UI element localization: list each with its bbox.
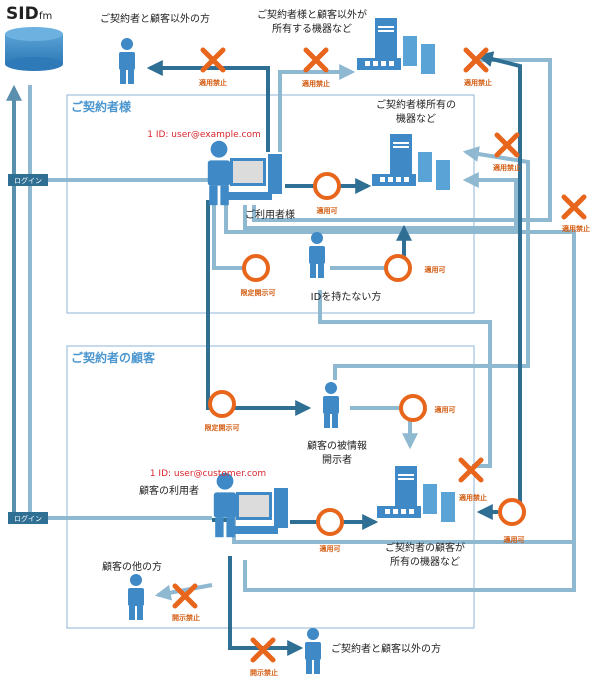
disclosed-label-1: 顧客の被情報 (307, 439, 367, 452)
cross-icon (497, 135, 517, 155)
outsider-devices-label-2: 所有する機器など (272, 22, 352, 35)
no-id-person-label: IDを持たない方 (311, 290, 382, 303)
customer-other-person-icon (128, 574, 144, 620)
status-prohibited: 適用禁止 (493, 163, 521, 172)
contractor-user-icon (207, 140, 282, 206)
disclosed-person-icon (323, 382, 339, 428)
status-applicable: 適用可 (435, 405, 456, 414)
disclosed-label-2: 開示者 (322, 454, 352, 466)
contractor-user-label: ご利用者様 (245, 208, 295, 221)
outsider-top-label: ご契約者と顧客以外の方 (100, 12, 210, 25)
login-tag-bottom: ログイン (8, 512, 48, 524)
status-applicable: 適用可 (320, 544, 341, 553)
status-prohibited: 適用禁止 (562, 224, 590, 233)
customer-devices-label-1: ご契約者の顧客が (385, 541, 465, 554)
status-prohibited: 適用禁止 (199, 78, 227, 87)
customer-devices-icon (377, 466, 455, 522)
contractor-devices-label-1: ご契約者様所有の (376, 98, 456, 111)
light-connectors (28, 58, 576, 601)
ring-icon (313, 172, 341, 200)
customer-devices-label-2: 所有の機器など (390, 555, 460, 568)
svg-text:ログイン: ログイン (14, 514, 42, 523)
outsider-devices-label-1: ご契約者様と顧客以外が (257, 8, 367, 21)
cross-icon (564, 197, 584, 217)
status-prohibited: 適用禁止 (459, 493, 487, 502)
logo-sub: fm (39, 11, 52, 22)
contractor-frame (66, 94, 475, 314)
logo-main: SID (6, 4, 39, 24)
ring-icon (242, 254, 270, 282)
status-disclosure-prohibited: 開示禁止 (172, 613, 200, 622)
outsider-devices-icon (357, 18, 435, 74)
ring-icon (208, 390, 236, 418)
contractor-devices-label-2: 機器など (396, 112, 436, 125)
status-applicable: 適用可 (317, 206, 338, 215)
contractor-id: 1 ID: user@example.com (147, 130, 261, 140)
customer-user-icon (213, 472, 288, 538)
ring-icon (498, 498, 526, 526)
ring-icon (399, 394, 427, 422)
dark-arrows (146, 51, 522, 656)
outsider-bottom-label: ご契約者と顧客以外の方 (331, 642, 441, 655)
status-prohibited: 適用禁止 (464, 78, 492, 87)
status-prohibited: 適用禁止 (302, 79, 330, 88)
outsider-bottom-person-icon (305, 628, 321, 674)
customer-title: ご契約者の顧客 (71, 350, 156, 365)
ring-icon (316, 508, 344, 536)
contractor-devices-icon (372, 134, 450, 190)
cross-icon (306, 50, 326, 70)
no-id-person-icon (309, 232, 325, 278)
status-limited: 限定開示可 (241, 288, 276, 297)
svg-text:ログイン: ログイン (14, 176, 42, 185)
status-applicable: 適用可 (425, 265, 446, 274)
customer-user-label: 顧客の利用者 (139, 484, 199, 497)
ring-icon (384, 254, 412, 282)
status-limited: 限定開示可 (205, 423, 240, 432)
customer-other-label: 顧客の他の方 (102, 560, 162, 573)
contractor-title: ご契約者様 (71, 99, 132, 114)
customer-frame (66, 345, 475, 629)
status-applicable: 適用可 (504, 535, 525, 544)
customer-id: 1 ID: user@customer.com (150, 469, 266, 479)
status-disclosure-prohibited: 開示禁止 (250, 668, 278, 677)
cross-icon (461, 460, 481, 480)
login-tag-top: ログイン (8, 174, 48, 186)
outsider-top-person-icon (119, 38, 135, 84)
sidfm-logo: SID fm (5, 4, 63, 71)
